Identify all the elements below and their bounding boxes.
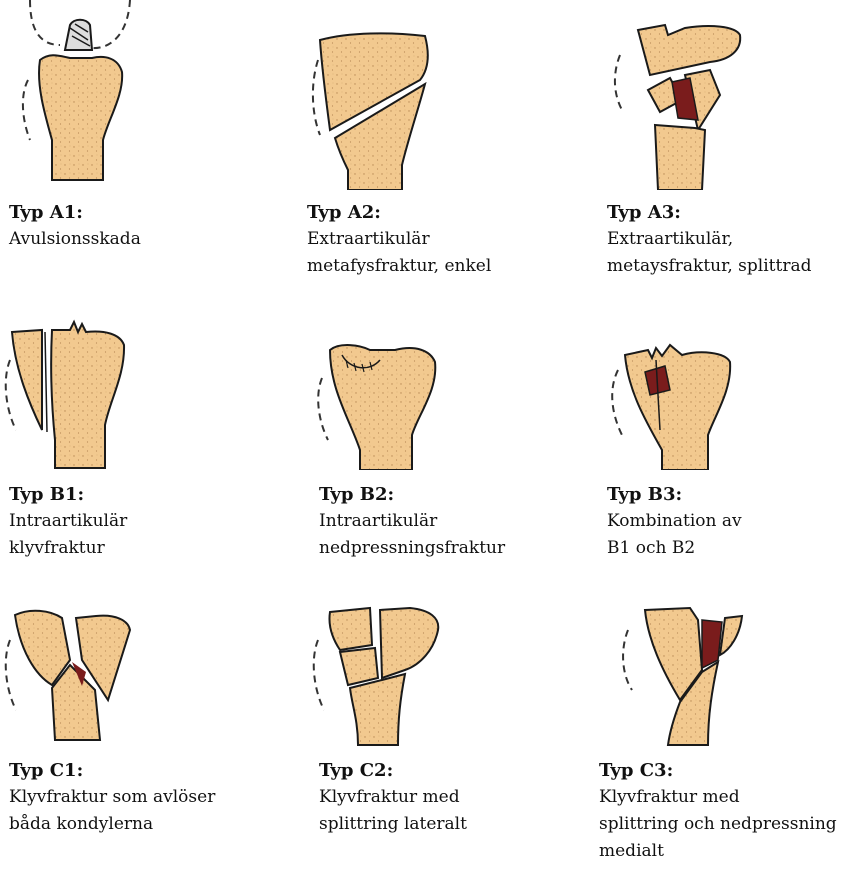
bone-illustration-c1 bbox=[0, 590, 150, 750]
bone-illustration-b3 bbox=[590, 300, 760, 470]
bone-illustration-a1 bbox=[0, 0, 150, 185]
panel-c3: Typ C3: Klyvfraktur med splittring och n… bbox=[590, 590, 858, 876]
panel-c1: Typ C1: Klyvfraktur som avlöser båda kon… bbox=[0, 590, 280, 876]
bone-illustration-a3 bbox=[590, 0, 760, 190]
caption-line: Kombination av bbox=[607, 508, 742, 535]
bone-illustration-c2 bbox=[300, 590, 460, 750]
panel-a1: Typ A1: Avulsionsskada bbox=[0, 0, 280, 286]
caption-line: B1 och B2 bbox=[607, 535, 742, 562]
caption-line: splittring lateralt bbox=[319, 811, 467, 838]
caption-line: klyvfraktur bbox=[9, 535, 127, 562]
caption-title: Typ C3: bbox=[599, 757, 837, 784]
panel-b3: Typ B3: Kombination av B1 och B2 bbox=[590, 300, 858, 586]
caption-line: nedpressningsfraktur bbox=[319, 535, 505, 562]
caption-line: medialt bbox=[599, 838, 837, 865]
caption-line: båda kondylerna bbox=[9, 811, 215, 838]
caption-line: Intraartikulär bbox=[9, 508, 127, 535]
bone-illustration-c3 bbox=[590, 590, 760, 750]
bone-illustration-b1 bbox=[0, 300, 150, 470]
caption-line: Intraartikulär bbox=[319, 508, 505, 535]
bone-illustration-a2 bbox=[290, 0, 450, 190]
panel-b1: Typ B1: Intraartikulär klyvfraktur bbox=[0, 300, 280, 586]
caption-title: Typ A1: bbox=[9, 199, 141, 226]
caption-title: Typ C1: bbox=[9, 757, 215, 784]
caption-title: Typ B3: bbox=[607, 481, 742, 508]
caption-line: splittring och nedpressning bbox=[599, 811, 837, 838]
caption-title: Typ B1: bbox=[9, 481, 127, 508]
panel-a2: Typ A2: Extraartikulär metafysfraktur, e… bbox=[290, 0, 570, 286]
caption-title: Typ A2: bbox=[307, 199, 491, 226]
caption-title: Typ C2: bbox=[319, 757, 467, 784]
caption-line: Avulsionsskada bbox=[9, 226, 141, 253]
caption-title: Typ A3: bbox=[607, 199, 811, 226]
caption-line: metafysfraktur, enkel bbox=[307, 253, 491, 280]
caption-line: Klyvfraktur med bbox=[599, 784, 837, 811]
caption-title: Typ B2: bbox=[319, 481, 505, 508]
bone-illustration-b2 bbox=[300, 300, 460, 470]
caption-line: Extraartikulär, bbox=[607, 226, 811, 253]
caption-line: Extraartikulär bbox=[307, 226, 491, 253]
caption-line: Klyvfraktur med bbox=[319, 784, 467, 811]
panel-a3: Typ A3: Extraartikulär, metaysfraktur, s… bbox=[590, 0, 858, 286]
panel-c2: Typ C2: Klyvfraktur med splittring later… bbox=[300, 590, 580, 876]
caption-line: Klyvfraktur som avlöser bbox=[9, 784, 215, 811]
panel-b2: Typ B2: Intraartikulär nedpressningsfrak… bbox=[300, 300, 580, 586]
caption-line: metaysfraktur, splittrad bbox=[607, 253, 811, 280]
